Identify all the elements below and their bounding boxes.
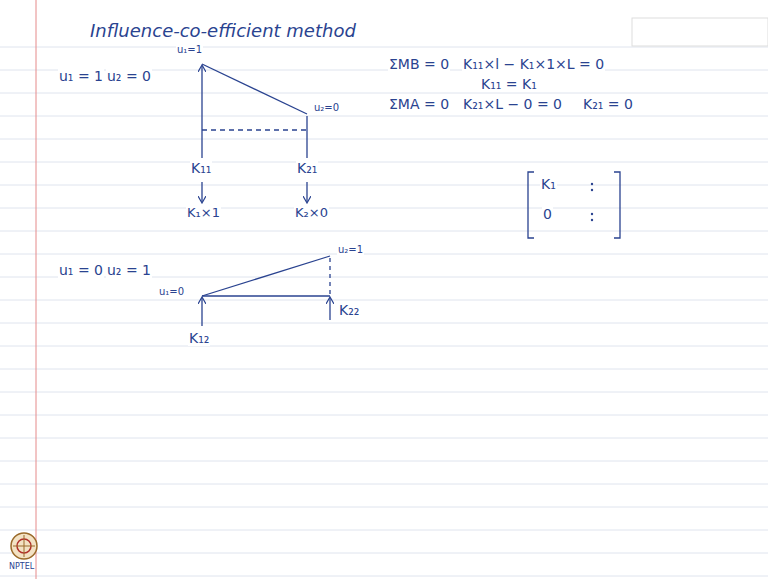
equation: ΣMA = 0 [388,96,450,112]
margin-line [36,0,37,579]
point-value: u₁=0 [158,286,185,298]
matrix-dots [591,183,593,221]
beam-sketch-1 [202,64,307,202]
point-value: u₂=1 [337,244,364,256]
equation: K₂₁×L − 0 = 0 [462,96,563,112]
corner-box [632,18,768,46]
logo-text: NPTEL [8,562,35,571]
matrix-bracket [528,172,620,238]
stiffness-term: K₂₁ [296,160,318,176]
equation: K₂₁ = 0 [582,96,634,112]
force-term: K₁×1 [186,206,221,221]
stiffness-term: K₁₁ [190,160,212,176]
point-value: u₁=1 [176,44,203,56]
condition: u₂ = 0 [106,68,152,84]
force-term: K₂×0 [294,206,329,221]
nptel-logo [11,533,37,559]
point-value: u₂=0 [313,102,340,114]
stiffness-term: K₁₂ [188,330,210,346]
condition: u₁ = 0 [58,262,104,278]
ruled-lines [0,47,768,576]
equation: ΣMB = 0 [388,56,450,72]
page-title: Influence-co-efficient method [88,20,358,41]
equation: K₁₁ = K₁ [480,76,538,92]
stiffness-term: K₂₂ [338,302,360,318]
equation: K₁₁×l − K₁×1×L = 0 [462,56,605,72]
condition: u₂ = 1 [106,262,152,278]
beam-sketch-2 [202,256,330,326]
matrix-entry: 0 [542,206,553,222]
condition: u₁ = 1 [58,68,104,84]
matrix-entry: K₁ [540,176,557,192]
